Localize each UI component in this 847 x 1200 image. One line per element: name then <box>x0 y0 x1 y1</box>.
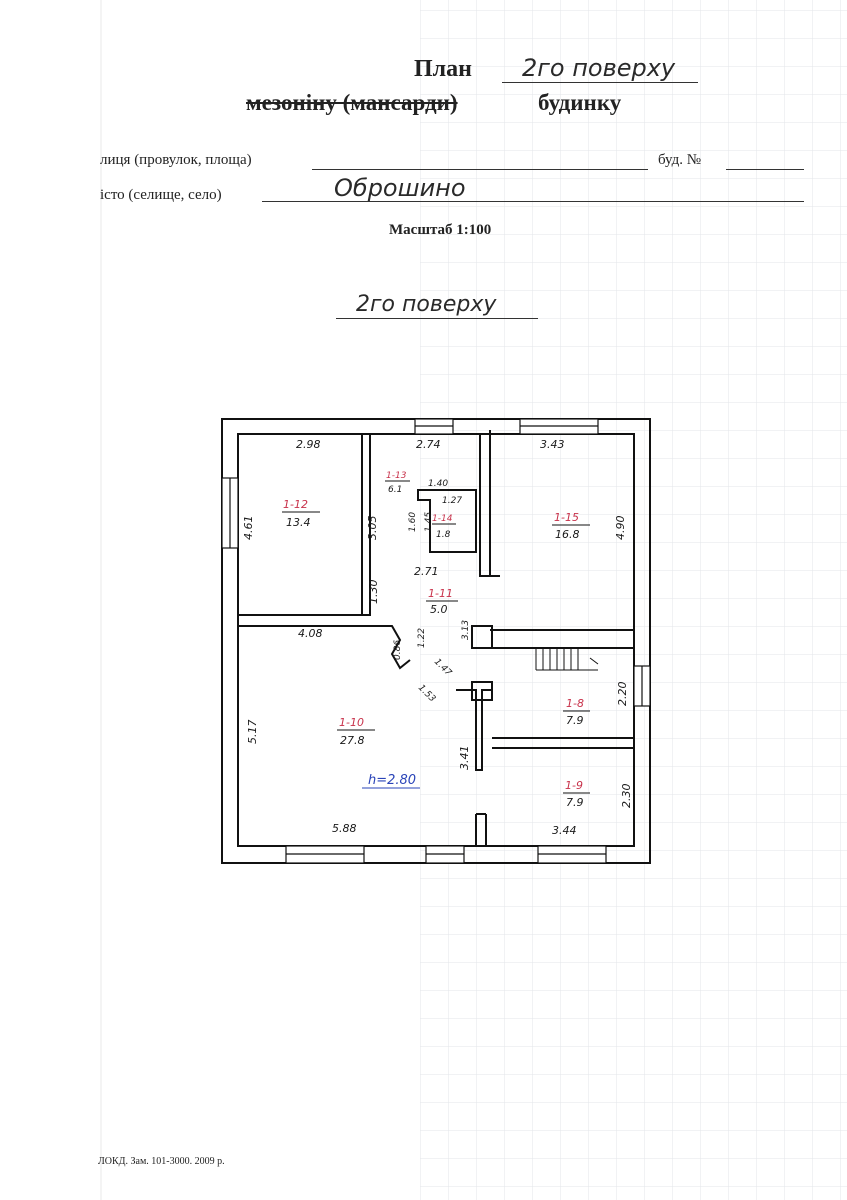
dim-1-40: 1.40 <box>428 479 448 489</box>
street-label: лиця (провулок, площа) <box>100 152 252 168</box>
struck-text: мезоніну (мансарди) <box>246 90 458 115</box>
dim-0-86: 0.86 <box>393 640 403 660</box>
room-area-8: 7.9 <box>566 714 584 727</box>
house-field-line <box>726 169 804 170</box>
wall-room-14 <box>417 489 477 553</box>
room-area-9: 7.9 <box>566 796 584 809</box>
wall-room-9-west <box>475 813 487 846</box>
dim-1-30: 1.30 <box>367 580 380 605</box>
floor-underline <box>502 82 698 83</box>
dim-2-20: 2.20 <box>616 682 629 707</box>
city-field-line <box>262 201 804 202</box>
room-id-11: 1-11 <box>428 587 453 600</box>
dim-4-90: 4.90 <box>614 516 627 541</box>
building-word: будинку <box>538 90 622 115</box>
room-area-11: 5.0 <box>430 603 448 616</box>
floor-handwritten: 2го поверху <box>522 54 676 82</box>
floor-caption-underline <box>336 318 538 319</box>
dim-1-22: 1.22 <box>417 628 427 648</box>
room-area-15: 16.8 <box>555 528 580 541</box>
room-area-12: 13.4 <box>286 516 311 529</box>
dim-3-43: 3.43 <box>540 438 565 451</box>
dim-2-30: 2.30 <box>620 784 633 809</box>
house-label: буд. № <box>658 152 702 168</box>
room-id-15: 1-15 <box>554 511 579 524</box>
column-hall-2 <box>471 681 493 701</box>
dim-1-60: 1.60 <box>408 512 418 532</box>
dim-1-53: 1.53 <box>416 683 437 704</box>
room-id-10: 1-10 <box>339 716 364 729</box>
room-id-8: 1-8 <box>566 697 584 710</box>
wall-room-12-b <box>362 434 371 616</box>
dim-2-98: 2.98 <box>296 438 321 451</box>
dim-5-17: 5.17 <box>246 720 259 745</box>
ceiling-height-note: h=2.80 <box>368 773 416 788</box>
room-labels: 1-12 13.4 1-13 6.1 1-14 1.8 1-15 16.8 1-… <box>282 471 590 809</box>
dim-3-44: 3.44 <box>552 824 577 837</box>
dim-3-13: 3.13 <box>461 620 471 640</box>
dim-2-74: 2.74 <box>416 438 441 451</box>
dim-5-88: 5.88 <box>332 822 357 835</box>
room-id-9: 1-9 <box>565 779 583 792</box>
room-id-14: 1-14 <box>432 514 453 524</box>
wall-room-13-east <box>479 434 491 577</box>
scale-text: Масштаб 1:100 <box>389 222 492 238</box>
wall-room-10-north <box>238 625 411 670</box>
dim-1-47: 1.47 <box>432 657 453 678</box>
footer-print-info: ЛОКД. Зам. 101-3000. 2009 р. <box>98 1156 225 1167</box>
street-field-line <box>312 169 648 170</box>
room-id-13: 1-13 <box>386 471 407 481</box>
room-id-12: 1-12 <box>283 498 308 511</box>
floor-caption: 2го поверху <box>356 292 497 317</box>
dim-4-08: 4.08 <box>298 627 323 640</box>
column-hall <box>471 625 493 649</box>
room-area-14: 1.8 <box>436 530 451 540</box>
dim-2-71: 2.71 <box>414 565 439 578</box>
wall-room-15-south <box>490 434 635 631</box>
room-area-10: 27.8 <box>340 734 365 747</box>
city-label: істо (селище, село) <box>100 187 222 203</box>
windows <box>221 418 651 864</box>
city-value: Оброшино <box>334 174 466 202</box>
room-area-13: 6.1 <box>388 485 402 495</box>
dim-1-27: 1.27 <box>442 496 462 506</box>
plan-word: План <box>414 56 472 82</box>
dimension-labels: 2.98 2.74 3.43 1.40 1.27 4.61 3.05 1.60 … <box>242 438 633 837</box>
stairs <box>535 648 599 671</box>
wall-room-8-9 <box>492 737 634 749</box>
dim-3-05: 3.05 <box>366 516 379 541</box>
dim-4-61: 4.61 <box>242 516 255 541</box>
dim-3-41: 3.41 <box>458 746 471 771</box>
wall-room-15-west <box>489 430 500 577</box>
dim-1-45: 1.45 <box>424 512 434 532</box>
